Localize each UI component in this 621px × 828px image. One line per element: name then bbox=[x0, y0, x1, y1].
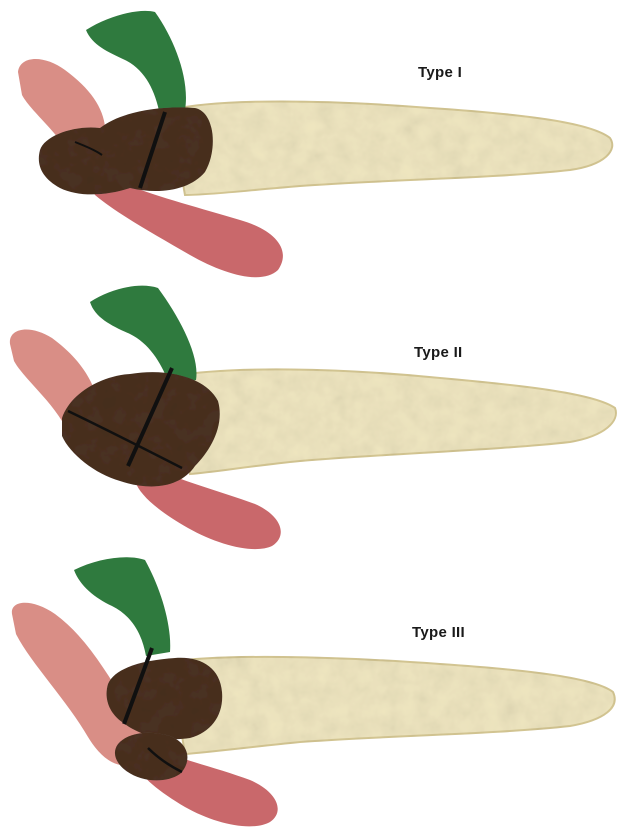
bone-organ bbox=[170, 657, 615, 754]
panel-type-2: Type II bbox=[0, 276, 621, 552]
duct-green bbox=[74, 557, 170, 656]
bone-organ bbox=[170, 102, 612, 196]
type-1-label: Type I bbox=[418, 64, 462, 81]
mass-brown-lower bbox=[115, 733, 188, 781]
type-3-label: Type III bbox=[412, 624, 465, 641]
type-2-label: Type II bbox=[414, 344, 463, 361]
panel-type-1: Type I bbox=[0, 0, 621, 276]
panel-type-3-illustration bbox=[0, 552, 621, 828]
panel-type-3: Type III bbox=[0, 552, 621, 828]
panel-type-1-illustration bbox=[0, 0, 621, 276]
panel-type-2-illustration bbox=[0, 276, 621, 552]
duct-green bbox=[86, 11, 186, 115]
duct-green bbox=[90, 286, 197, 386]
bone-organ bbox=[175, 369, 616, 474]
